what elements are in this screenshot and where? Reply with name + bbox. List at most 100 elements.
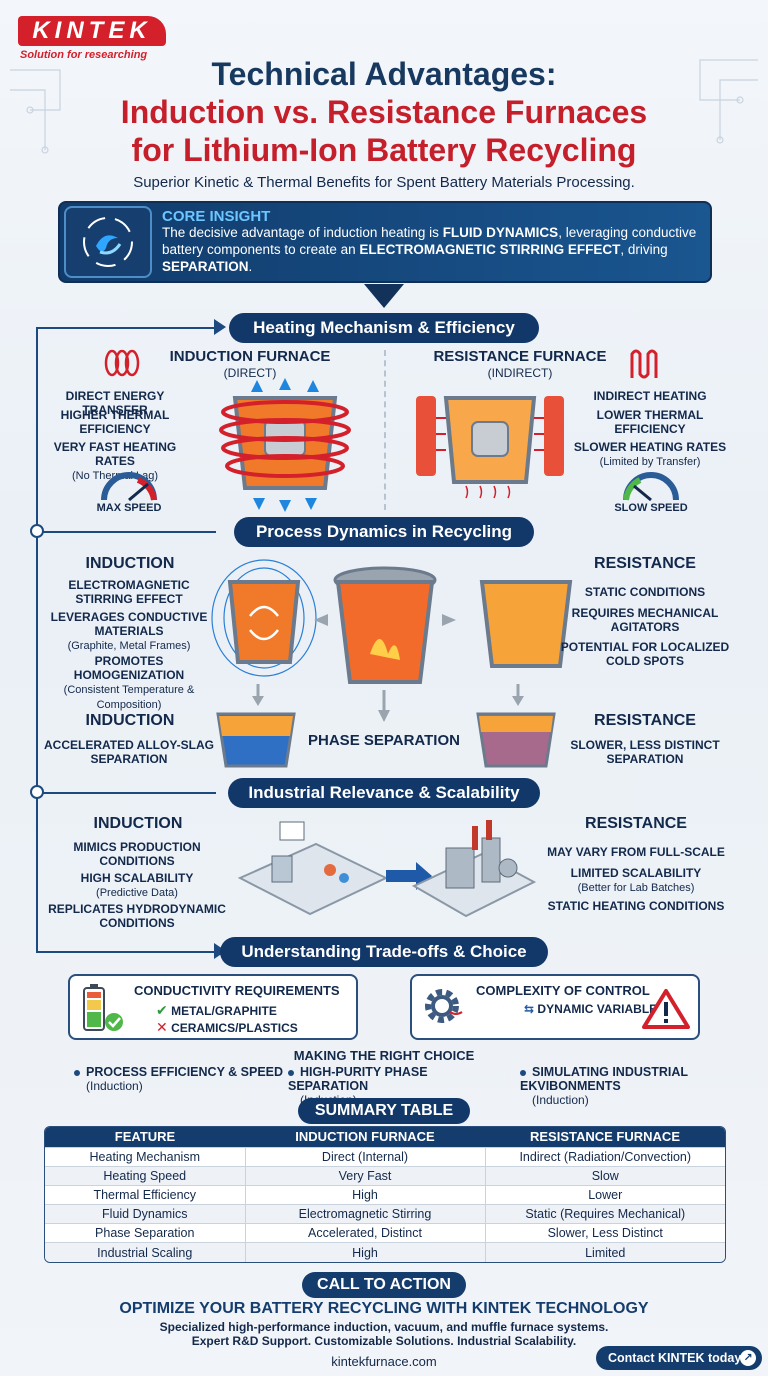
summary-table-title: SUMMARY TABLE [298,1098,470,1124]
separation-resistance-title: RESISTANCE [594,712,696,729]
website-link[interactable]: kintekfurnace.com [331,1354,437,1369]
cross-icon: ✕ [156,1019,168,1035]
subtitle: Superior Kinetic & Thermal Benefits for … [133,174,635,191]
process-resistance-title: RESISTANCE [594,555,696,572]
timeline-branch [36,327,216,329]
industrial-induction-feature: REPLICATES HYDRODYNAMIC CONDITIONS [48,902,226,930]
industrial-induction-feature: MIMICS PRODUCTION CONDITIONS [73,840,201,868]
table-cell: Accelerated, Distinct [245,1223,486,1243]
resistance-feature: SLOWER HEATING RATES(Limited by Transfer… [573,440,727,468]
induction-furnace-title: INDUCTION FURNACE [169,348,331,365]
conductivity-title: CONDUCTIVITY REQUIREMENTS [134,983,340,998]
industrial-resistance-feature: STATIC HEATING CONDITIONS [547,899,725,913]
warning-icon [642,989,690,1029]
call-to-action-label: CALL TO ACTION [302,1272,466,1298]
process-induction-feature: LEVERAGES CONDUCTIVE MATERIALS(Graphite,… [50,610,208,652]
separation-induction-title: INDUCTION [85,712,175,729]
unseparated-layers-illustration [476,712,556,768]
core-insight-panel [58,201,712,283]
table-header: RESISTANCE FURNACE [485,1127,725,1147]
down-arrow-icon [252,684,264,706]
process-induction-title: INDUCTION [85,555,175,572]
contact-button[interactable]: Contact KINTEK today ↗ [596,1346,762,1370]
static-crucible-illustration [479,580,573,668]
complexity-title: COMPLEXITY OF CONTROL [476,983,650,998]
table-header: INDUCTION FURNACE [245,1127,485,1147]
choice-item: PROCESS EFFICIENCY & SPEED(Induction) [74,1065,284,1093]
table-cell: Heating Mechanism [45,1146,246,1167]
table-cell: Slow [485,1165,725,1186]
separation-resistance-text: SLOWER, LESS DISTINCT SEPARATION [570,738,720,766]
section-process-dynamics: Process Dynamics in Recycling [234,517,534,547]
section-industrial-relevance: Industrial Relevance & Scalability [228,778,540,808]
table-cell: Heating Speed [45,1165,246,1186]
induction-furnace-subtitle: (DIRECT) [223,366,277,380]
title-line-1: Technical Advantages: [211,56,557,92]
slow-gauge-icon [623,472,679,502]
gear-icon [425,989,463,1023]
timeline-dot [30,524,44,538]
table-cell: Phase Separation [45,1223,246,1243]
process-resistance-feature: STATIC CONDITIONS [584,585,706,599]
industrial-induction-feature: HIGH SCALABILITY(Predictive Data) [80,871,194,899]
circuit-decoration [10,59,758,154]
title-line-2: Induction vs. Resistance Furnaces [120,94,648,130]
separation-induction-text: ACCELERATED ALLOY-SLAG SEPARATION [44,738,214,766]
table-cell: Direct (Internal) [245,1146,486,1167]
table-cell: Slower, Less Distinct [485,1223,725,1243]
induction-furnace-illustration [219,378,351,512]
flow-arrows-icon [314,614,456,626]
induction-feature: HIGHER THERMAL EFFICIENCY [60,408,170,436]
process-induction-feature: ELECTROMAGNETIC STIRRING EFFECT [68,578,190,606]
table-cell: Fluid Dynamics [45,1204,246,1224]
timeline-branch [36,792,216,794]
industrial-induction-title: INDUCTION [93,815,183,832]
phase-separation-label: PHASE SEPARATION [308,732,460,749]
resistance-feature: LOWER THERMAL EFFICIENCY [596,408,704,436]
down-arrow-icon [512,684,524,706]
resistance-furnace-subtitle: (INDIRECT) [487,366,553,380]
fast-gauge-icon [101,472,157,502]
table-cell: Industrial Scaling [45,1242,246,1263]
lab-to-industry-illustration [237,820,536,918]
process-resistance-feature: REQUIRES MECHANICAL AGITATORS [571,606,719,634]
table-cell: Thermal Efficiency [45,1184,246,1205]
cta-description: Specialized high-performance induction, … [159,1320,609,1348]
separated-layers-illustration [216,712,296,768]
divider [384,350,386,510]
slow-speed-label: SLOW SPEED [614,502,688,514]
max-speed-label: MAX SPEED [96,502,162,514]
induction-feature: DIRECT ENERGY TRANSFER [65,389,165,417]
complexity-item: ⇆ DYNAMIC VARIABLES [524,1002,666,1016]
kintek-logo: KINTEK [18,16,166,46]
down-arrow-icon [364,284,404,308]
industrial-resistance-feature: MAY VARY FROM FULL-SCALE [547,845,725,859]
resistance-feature: INDIRECT HEATING [593,389,707,403]
summary-table: FEATURE INDUCTION FURNACE RESISTANCE FUR… [44,1126,726,1264]
making-choice-title: MAKING THE RIGHT CHOICE [293,1048,475,1063]
table-cell: Electromagnetic Stirring [245,1204,486,1224]
crucible-illustration [333,566,437,684]
timeline-line [36,327,38,952]
industrial-resistance-feature: LIMITED SCALABILITY(Better for Lab Batch… [570,866,702,894]
conductivity-ok-item: ✔ METAL/GRAPHITE [156,1002,277,1018]
induction-coil-icon [104,349,140,377]
resistance-furnace-illustration [416,396,564,499]
process-resistance-feature: POTENTIAL FOR LOCALIZED COLD SPOTS [560,640,730,668]
stirring-crucible-illustration [211,559,317,677]
timeline-arrow-icon [214,319,226,335]
table-cell: High [245,1184,486,1205]
section-heating-mechanism: Heating Mechanism & Efficiency [229,313,539,343]
battery-icon [83,984,123,1031]
dynamic-icon: ⇆ [524,1002,535,1016]
stirring-vortex-icon [64,206,152,278]
table-cell: Static (Requires Mechanical) [485,1204,725,1224]
process-induction-feature: PROMOTES HOMOGENIZATION(Consistent Tempe… [63,654,195,711]
heating-element-icon [630,349,658,379]
conductivity-no-item: ✕ CERAMICS/PLASTICS [156,1019,298,1035]
table-cell: Very Fast [245,1165,486,1186]
